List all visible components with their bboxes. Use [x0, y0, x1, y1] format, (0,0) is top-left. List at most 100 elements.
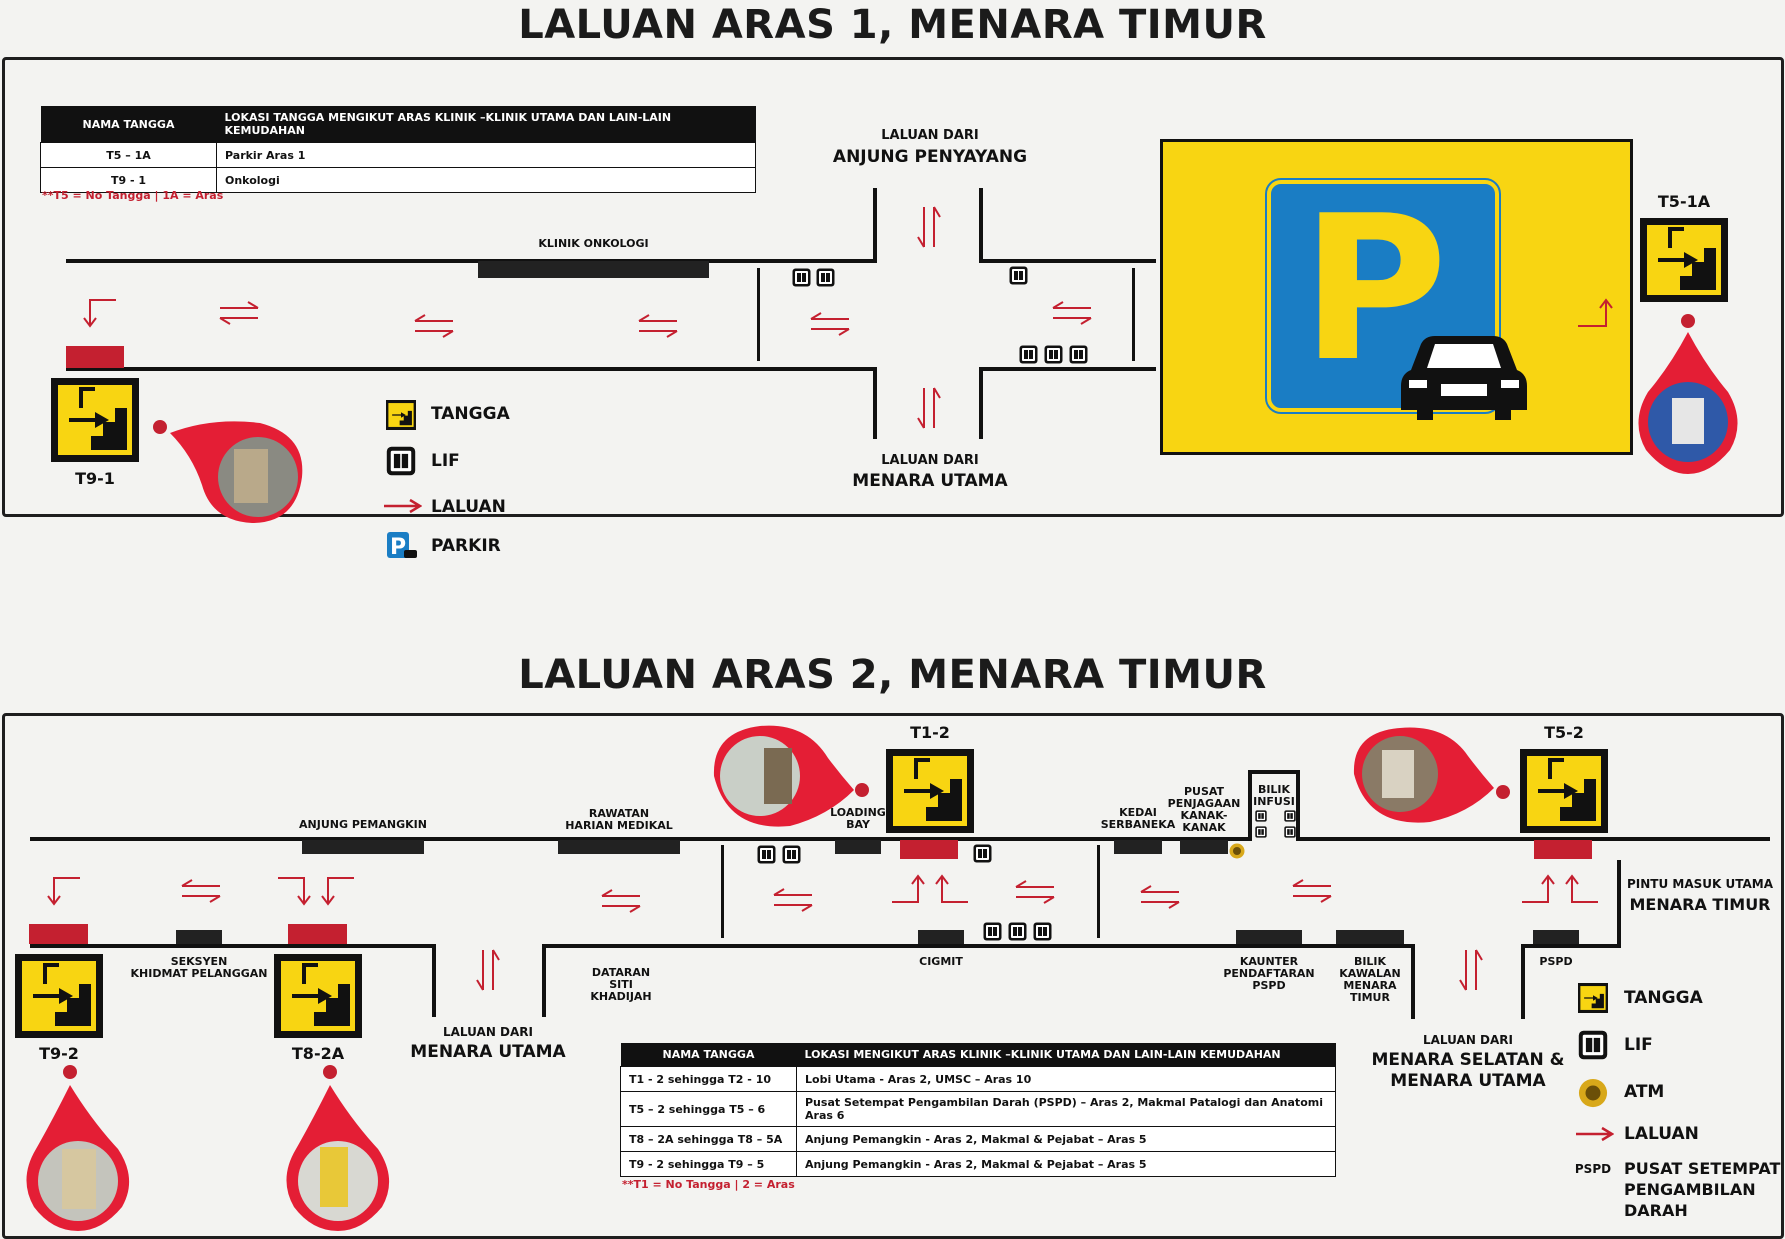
- stair-t1-2-label: T1-2: [910, 723, 950, 742]
- level2-title: LALUAN ARAS 2, MENARA TIMUR: [518, 652, 1267, 698]
- bilik-infusi-label: BILIK INFUSI: [1253, 783, 1295, 808]
- legend-lift-label: LIF: [1624, 1035, 1653, 1055]
- stair-door-marker: [66, 346, 124, 368]
- table-header: NAMA TANGGA: [620, 1043, 797, 1067]
- seksyen-label: SEKSYEN KHIDMAT PELANGGAN: [130, 955, 268, 980]
- route-arrow-icon: [810, 312, 850, 336]
- legend-atm-label: ATM: [1624, 1082, 1665, 1102]
- lift-icon: [1284, 826, 1296, 838]
- route-arrow-icon: [321, 877, 354, 906]
- route-arrow-icon: [1565, 874, 1598, 903]
- legend-lift-label: LIF: [431, 451, 460, 471]
- table-cell: T5 – 2 sehingga T5 – 6: [620, 1091, 797, 1127]
- stair-t5-1a-label: T5-1A: [1657, 192, 1711, 211]
- level2-table-note: **T1 = No Tangga | 2 = Aras: [622, 1178, 795, 1191]
- cigmit-label: CIGMIT: [919, 955, 963, 968]
- cigmit-block: [918, 930, 964, 944]
- corridor-wall: [66, 259, 876, 263]
- route-arrow-icon: [1578, 298, 1613, 327]
- lift-icon: [792, 268, 811, 287]
- stair-photo-pin: [713, 725, 869, 827]
- rawatan-block: [558, 840, 680, 854]
- pusat-penjagaan-block: [1180, 840, 1228, 854]
- corridor-wall: [980, 259, 1156, 263]
- legend-lift-icon: [386, 446, 416, 476]
- corridor-wall: [1132, 268, 1135, 361]
- anjung-pemangkin-block: [302, 840, 424, 854]
- corridor-wall: [721, 845, 724, 938]
- stair-t5-2-label: T5-2: [1544, 723, 1584, 742]
- from-menara-small: LALUAN DARI: [881, 453, 979, 468]
- lift-icon: [782, 845, 801, 864]
- lift-icon: [1284, 810, 1296, 822]
- legend-pspd-abbr: PSPD: [1574, 1162, 1612, 1176]
- corridor-wall: [432, 944, 436, 1017]
- table-cell: T9 - 1: [40, 167, 217, 193]
- legend-stair-label: TANGGA: [431, 404, 510, 424]
- corridor-wall: [542, 944, 1415, 948]
- legend-route-icon: [1576, 1126, 1614, 1142]
- stair-door-marker: [288, 924, 347, 944]
- kaunter-label: KAUNTER PENDAFTARAN PSPD: [1223, 955, 1315, 992]
- dataran-label: DATARAN SITI KHADIJAH: [590, 966, 652, 1003]
- route-arrow-icon: [1522, 874, 1555, 903]
- table-cell: T8 – 2A sehingga T8 – 5A: [620, 1126, 797, 1152]
- from-ms-big: MENARA SELATAN & MENARA UTAMA: [1371, 1050, 1565, 1091]
- lift-icon: [983, 922, 1002, 941]
- lift-icon: [1044, 345, 1063, 364]
- car-icon: [1401, 336, 1527, 420]
- legend-lift-icon: [1578, 1030, 1608, 1060]
- atm-icon: [1229, 843, 1245, 859]
- lift-icon: [1069, 345, 1088, 364]
- kaunter-block: [1236, 930, 1302, 944]
- legend-stair-label: TANGGA: [1624, 988, 1703, 1008]
- corridor-wall: [1617, 860, 1621, 944]
- corridor-wall: [873, 188, 877, 263]
- lift-icon: [1033, 922, 1052, 941]
- corridor-wall: [1097, 845, 1100, 938]
- route-arrow-icon: [935, 874, 968, 903]
- loading-bay-label: LOADING BAY: [830, 806, 886, 831]
- lift-icon: [973, 844, 992, 863]
- legend-stair-icon: [386, 400, 416, 430]
- corridor-wall: [30, 944, 436, 948]
- stair-t5-2-icon: [1520, 749, 1608, 833]
- stair-t9-2-label: T9-2: [39, 1044, 79, 1063]
- stair-photo-pin: [153, 420, 303, 523]
- lift-icon: [1255, 826, 1267, 838]
- table-cell: T9 - 2 sehingga T9 – 5: [620, 1151, 797, 1177]
- corridor-wall: [1248, 770, 1300, 774]
- stair-photo-pin: [286, 1065, 390, 1231]
- route-arrow-icon: [414, 314, 454, 338]
- corridor-wall: [979, 188, 983, 263]
- pusat-penjagaan-label: PUSAT PENJAGAAN KANAK- KANAK: [1167, 785, 1241, 834]
- route-arrow-icon: [47, 877, 80, 906]
- pintu-masuk-big: MENARA TIMUR: [1629, 895, 1771, 914]
- corridor-wall: [1296, 837, 1770, 841]
- lift-icon: [1009, 266, 1028, 285]
- rawatan-label: RAWATAN HARIAN MEDIKAL: [565, 807, 673, 832]
- stair-door-marker: [1534, 840, 1592, 859]
- stair-photo-pin: [26, 1065, 130, 1231]
- table-cell: T1 - 2 sehingga T2 - 10: [620, 1066, 797, 1092]
- corridor-wall: [979, 367, 983, 439]
- level1-table-note: **T5 = No Tangga | 1A = Aras: [42, 189, 224, 202]
- lift-icon: [1255, 810, 1267, 822]
- pspd-label: PSPD: [1539, 955, 1573, 968]
- bilik-kawalan-block: [1336, 930, 1404, 944]
- from-menara-big: MENARA UTAMA: [852, 471, 1008, 491]
- bilik-kawalan-label: BILIK KAWALAN MENARA TIMUR: [1339, 955, 1401, 1004]
- stair-t8-2a-icon: [274, 954, 362, 1038]
- route-arrow-icon: [181, 879, 221, 903]
- route-arrow-icon: [278, 877, 311, 906]
- stair-photo-pin: [1638, 314, 1738, 474]
- route-arrow-icon: [601, 889, 641, 913]
- stair-door-marker: [900, 840, 958, 859]
- route-arrow-icon: [917, 206, 941, 248]
- corridor-wall: [1248, 770, 1252, 841]
- parking-sign: P: [1265, 178, 1501, 414]
- from-ms-small: LALUAN DARI: [1423, 1033, 1513, 1047]
- table-header: NAMA TANGGA: [40, 106, 217, 143]
